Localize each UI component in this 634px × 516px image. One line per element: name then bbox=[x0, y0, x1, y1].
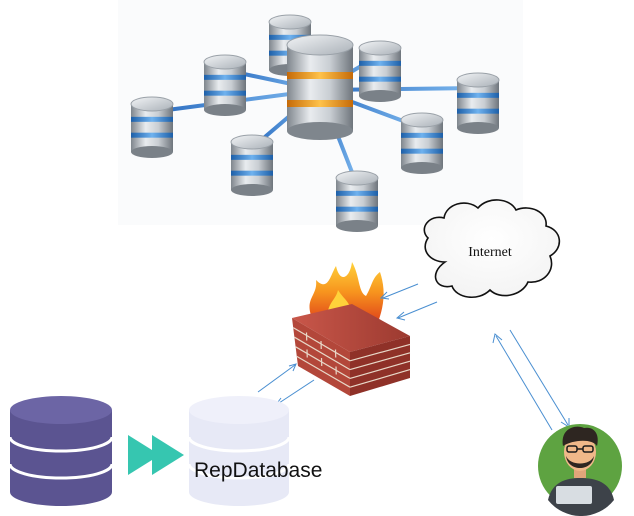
fast-forward-icon bbox=[128, 435, 184, 475]
central-server-icon bbox=[286, 34, 354, 140]
firewall-icon bbox=[292, 262, 411, 396]
database-cluster-icon bbox=[118, 0, 523, 232]
server-cylinder-icon bbox=[400, 112, 444, 174]
server-cylinder-icon bbox=[456, 72, 500, 134]
source-database-icon bbox=[8, 396, 114, 506]
replica-database-label: RepDatabase bbox=[194, 459, 322, 482]
server-cylinder-icon bbox=[130, 96, 174, 158]
internet-label: Internet bbox=[468, 245, 512, 260]
connectors bbox=[257, 283, 570, 431]
server-cylinder-icon bbox=[358, 40, 402, 102]
server-cylinder-icon bbox=[203, 54, 247, 116]
user-avatar-icon bbox=[538, 424, 622, 516]
server-cylinder-icon bbox=[335, 170, 379, 232]
server-cylinder-icon bbox=[230, 134, 274, 196]
replica-database-icon: RepDatabase bbox=[187, 396, 322, 506]
cloud-icon: Internet bbox=[423, 199, 561, 298]
